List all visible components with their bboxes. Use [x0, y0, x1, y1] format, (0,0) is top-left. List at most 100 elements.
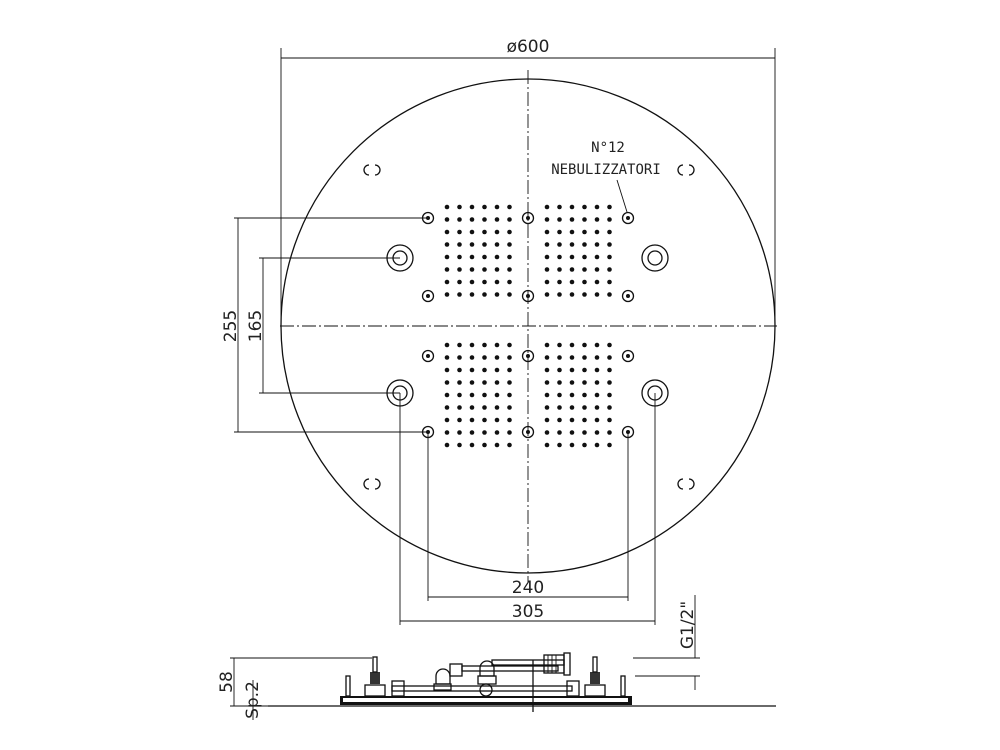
nebulizer-nozzle-icon	[621, 349, 635, 363]
spray-dot	[482, 355, 487, 360]
spray-dot	[569, 380, 575, 385]
spray-dot	[494, 442, 500, 448]
spray-dot	[482, 217, 487, 222]
spray-dot	[482, 380, 487, 385]
spray-dot	[557, 292, 562, 297]
spray-dot	[582, 367, 587, 373]
spray-dot	[444, 204, 450, 210]
side-view	[268, 652, 776, 712]
spray-dot	[594, 217, 600, 222]
spray-dot	[494, 367, 500, 373]
mounting-ring-icon	[641, 244, 669, 272]
spray-dot	[494, 229, 500, 235]
spray-dot	[507, 279, 512, 285]
spray-dot	[557, 367, 562, 373]
spray-dot	[507, 229, 512, 235]
spray-dot	[544, 380, 550, 385]
spray-dot	[544, 367, 550, 373]
spray-dot	[457, 254, 462, 260]
spray-dot	[444, 254, 450, 260]
spray-dot	[494, 355, 500, 360]
spray-dot	[482, 417, 487, 423]
spray-dot	[457, 342, 462, 348]
spray-dot	[607, 267, 612, 272]
spray-dot	[557, 254, 562, 260]
spray-dot	[482, 254, 487, 260]
spray-dot	[494, 405, 500, 410]
spray-dot	[544, 417, 550, 423]
spray-dot	[607, 229, 612, 235]
diameter-label: ø600	[507, 37, 550, 57]
mounting-ring-inner	[647, 250, 663, 266]
nozzle-name-label: NEBULIZZATORI	[551, 162, 661, 178]
spray-dot	[544, 442, 550, 448]
nebulizer-nozzle-icon	[521, 349, 535, 363]
spray-dot	[544, 355, 550, 360]
spray-dot	[444, 417, 450, 423]
spray-dot	[582, 267, 587, 272]
spray-dot	[469, 355, 475, 360]
spray-dot	[544, 204, 550, 210]
nozzle-center	[526, 294, 530, 298]
thread-label: G1/2"	[678, 601, 698, 649]
spray-dot	[569, 292, 575, 297]
spray-dot	[557, 355, 562, 360]
spray-dot	[569, 417, 575, 423]
thickness-label: Sp.2	[243, 681, 263, 719]
spray-dot	[569, 242, 575, 247]
spray-dot	[594, 267, 600, 272]
spray-dot	[469, 267, 475, 272]
height-dimension: 58	[217, 657, 372, 707]
nozzle-center	[526, 216, 530, 220]
spray-dot	[582, 380, 587, 385]
spray-dot	[457, 392, 462, 398]
spray-dot	[582, 204, 587, 210]
nebulizer-nozzle-icon	[421, 349, 435, 363]
dimension-305: 305	[399, 393, 656, 625]
spray-dot	[457, 405, 462, 410]
spray-dot	[607, 380, 612, 385]
spray-dot	[469, 217, 475, 222]
spray-dot	[494, 417, 500, 423]
spray-dot	[544, 405, 550, 410]
nozzle-center	[526, 354, 530, 358]
nebulizer-nozzle-icon	[521, 289, 535, 303]
spray-dot	[594, 242, 600, 247]
spray-dot	[594, 417, 600, 423]
spray-dot	[469, 342, 475, 348]
spray-dot	[582, 254, 587, 260]
spray-dot	[507, 367, 512, 373]
spray-dot	[444, 355, 450, 360]
spray-dot	[469, 204, 475, 210]
spray-dot	[494, 217, 500, 222]
spray-dot	[444, 267, 450, 272]
spray-dot	[444, 217, 450, 222]
nozzle-center	[626, 216, 630, 220]
spray-dot	[457, 229, 462, 235]
spray-dot	[544, 279, 550, 285]
nebulizer-nozzle-icon	[621, 211, 635, 225]
spray-dot	[594, 380, 600, 385]
screw-icon	[677, 164, 695, 176]
spray-dot	[469, 254, 475, 260]
spray-dot	[607, 204, 612, 210]
spray-dot	[557, 342, 562, 348]
spray-dot	[482, 267, 487, 272]
spray-dot	[494, 380, 500, 385]
spray-dot	[544, 217, 550, 222]
spray-dot	[569, 430, 575, 435]
spray-dot	[494, 292, 500, 297]
mounting-rings	[386, 244, 669, 407]
nozzle-center	[526, 430, 530, 434]
spray-dot	[607, 279, 612, 285]
spray-dot	[507, 292, 512, 297]
spray-dot	[569, 342, 575, 348]
spray-dot	[457, 430, 462, 435]
spray-nozzle-grid	[444, 204, 612, 448]
spray-dot	[507, 430, 512, 435]
spray-dot	[457, 367, 462, 373]
spray-dot	[544, 242, 550, 247]
spray-dot	[507, 392, 512, 398]
diameter-dimension: ø600	[280, 37, 776, 326]
